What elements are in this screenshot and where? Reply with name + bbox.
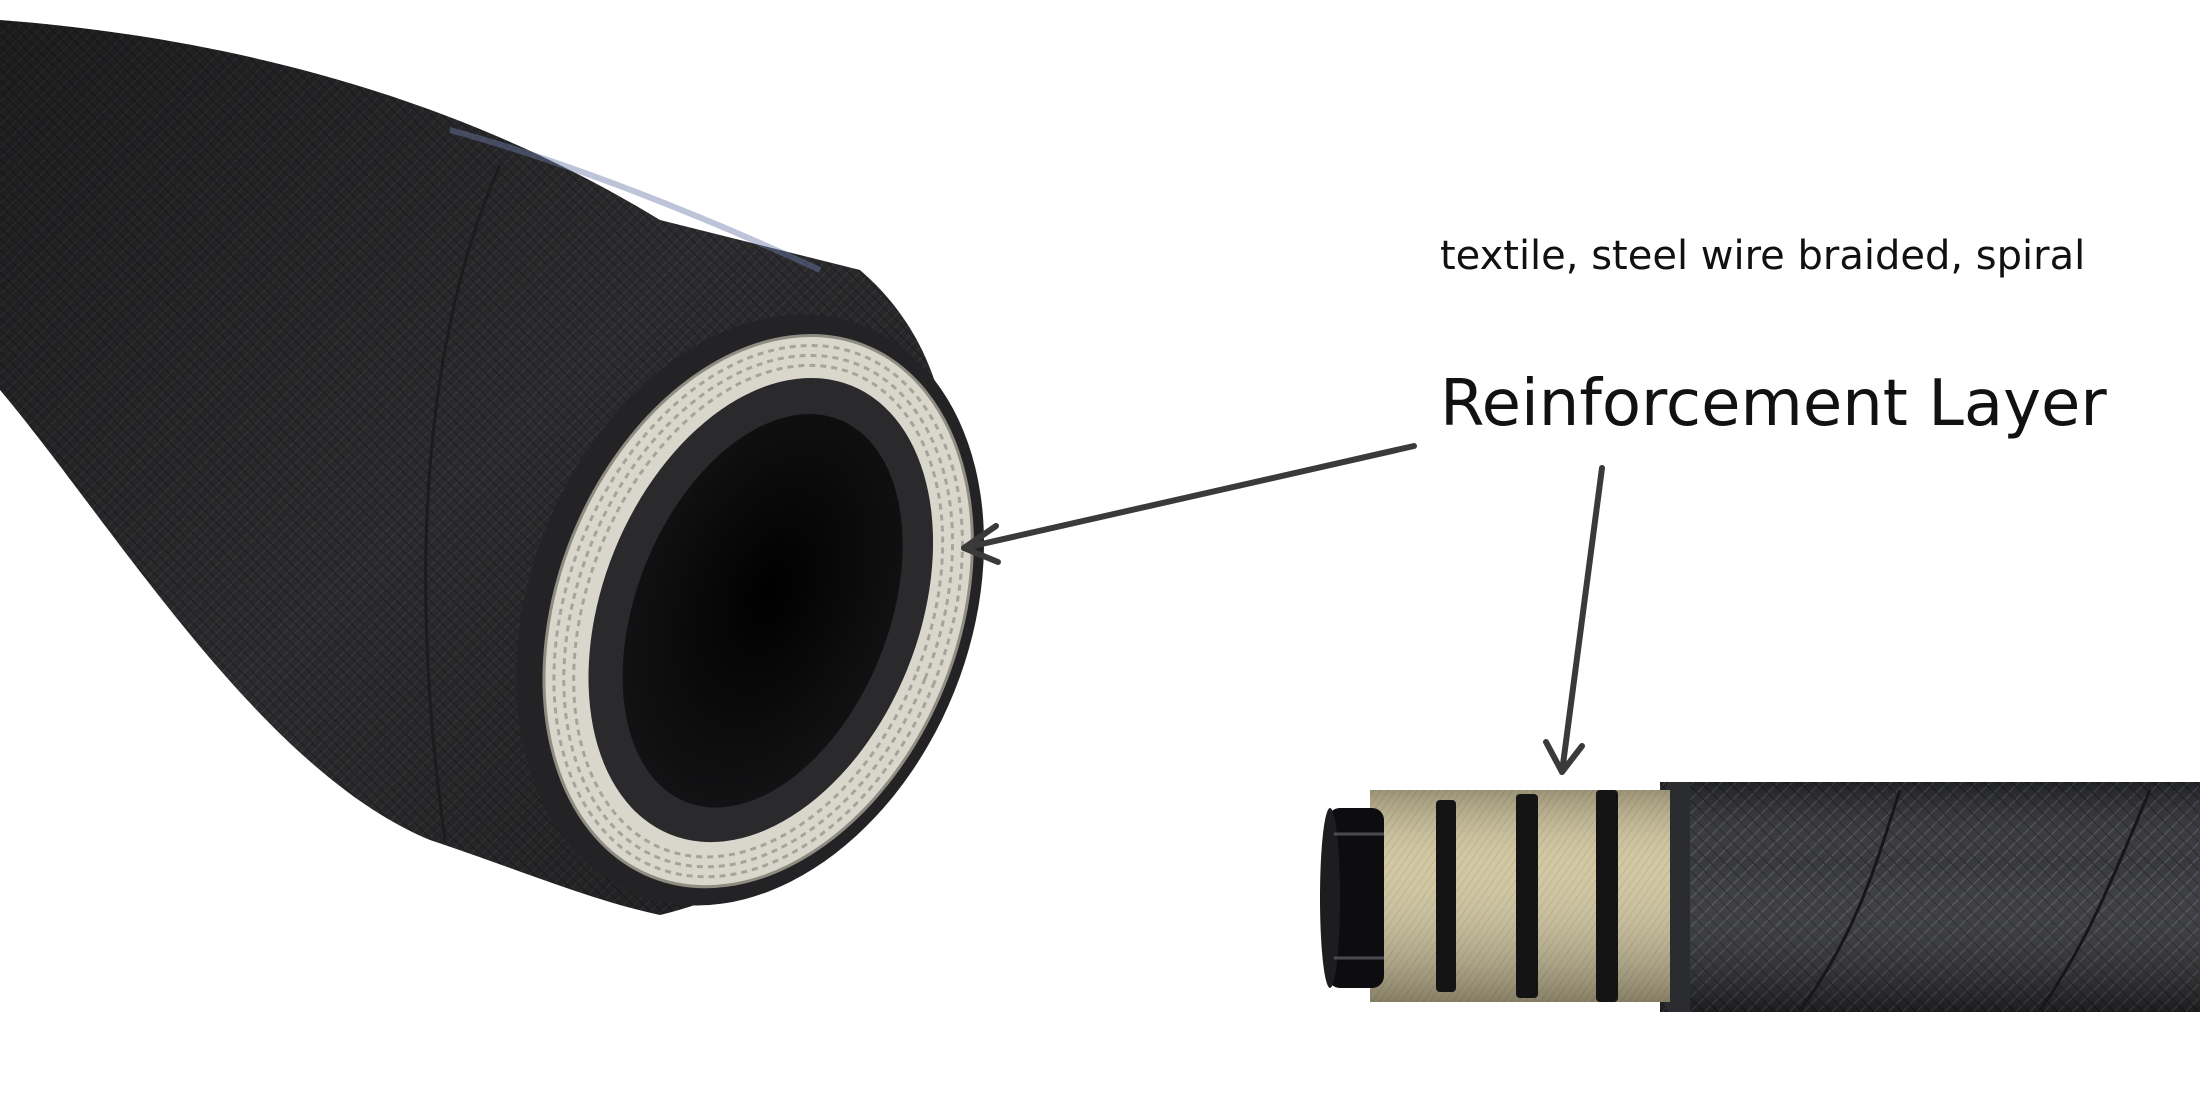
right-hose-inner-tube bbox=[1328, 808, 1384, 988]
reinforcement-layer-label: Reinforcement Layer bbox=[1440, 367, 2107, 441]
reinforcement-types-caption: textile, steel wire braided, spiral bbox=[1440, 233, 2086, 279]
left-hose bbox=[0, 20, 984, 915]
right-hose-braid-ring-3 bbox=[1596, 790, 1618, 1002]
right-hose bbox=[1320, 782, 2200, 1012]
pointer-arrow-to-left-hose bbox=[961, 443, 1417, 565]
left-hose-seam bbox=[424, 164, 502, 841]
right-hose-braid-ring-1 bbox=[1436, 800, 1456, 992]
left-hose-bore bbox=[622, 414, 903, 808]
pointer-arrow-to-right-hose bbox=[1543, 465, 1605, 775]
right-hose-braid-ring-2 bbox=[1516, 794, 1538, 998]
left-hose-highlight bbox=[449, 127, 822, 273]
